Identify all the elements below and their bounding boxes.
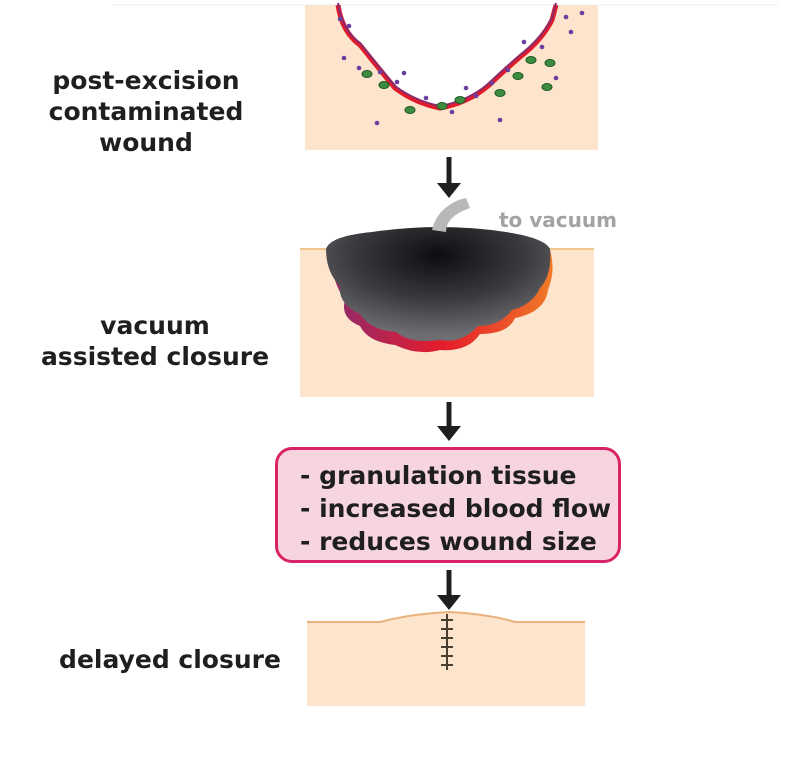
benefits-box: granulation tissue increased blood flow … <box>275 447 621 563</box>
sutures <box>441 619 453 666</box>
vacuum-closure-illustration <box>300 198 594 397</box>
arrow-2-head <box>437 426 461 441</box>
arrow-3-head <box>437 595 461 610</box>
stage-label-vacuum-closure: vacuum assisted closure <box>40 311 270 371</box>
contaminated-wound-illustration <box>305 2 598 150</box>
benefit-item: granulation tissue <box>300 459 618 492</box>
arrow-1-head <box>437 183 461 198</box>
delayed-closure-illustration <box>307 610 585 706</box>
foam-dressing <box>326 227 551 341</box>
vacuum-tube <box>432 198 470 232</box>
benefit-item: increased blood flow <box>300 492 618 525</box>
stage-label-delayed-closure: delayed closure <box>59 645 281 674</box>
stage-label-post-excision: post-excision contaminated wound <box>48 66 244 157</box>
benefit-item: reduces wound size <box>300 525 618 558</box>
to-vacuum-label: to vacuum <box>499 208 617 232</box>
benefits-list: granulation tissue increased blood flow … <box>300 459 618 558</box>
green-bacteria <box>361 56 556 114</box>
purple-bacteria <box>337 10 585 126</box>
